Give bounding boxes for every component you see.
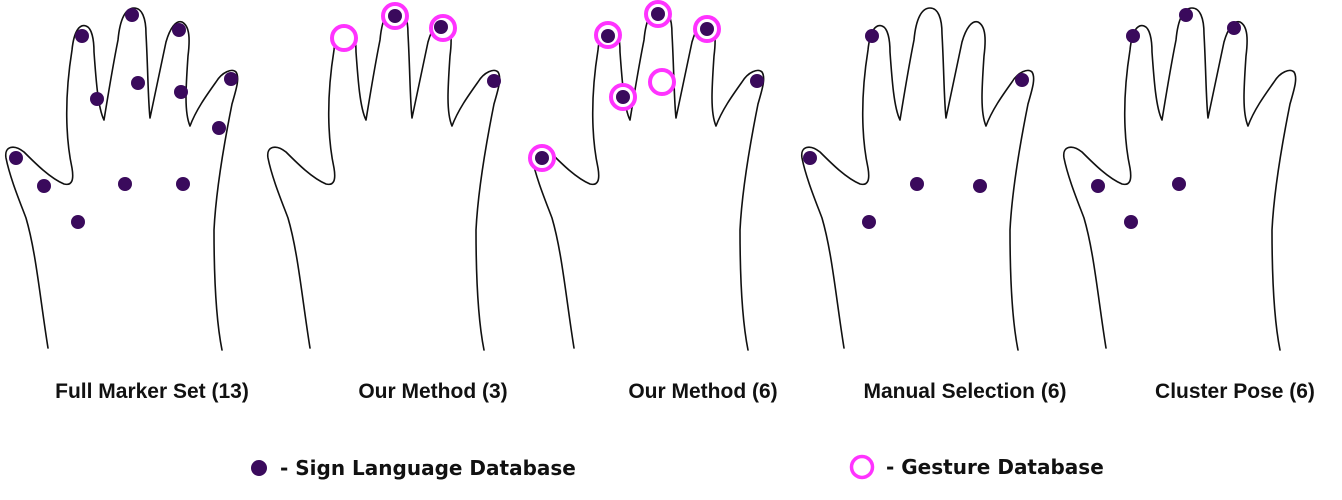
sign-marker-dot [125, 8, 139, 22]
sign-marker-dot [487, 74, 501, 88]
sign-marker-dot [973, 179, 987, 193]
sign-marker-dot [862, 215, 876, 229]
hand-panel-1 [4, 7, 239, 351]
sign-marker-dot [865, 29, 879, 43]
sign-marker-dot [118, 177, 132, 191]
sign-marker-dot [75, 29, 89, 43]
panel-caption: Our Method (3) [358, 380, 507, 403]
sign-marker-dot [616, 90, 630, 104]
legend-gesture-label: - Gesture Database [886, 455, 1104, 479]
sign-marker-dot [750, 74, 764, 88]
sign-marker-dot [212, 121, 226, 135]
hand-panel-4 [800, 7, 1035, 351]
sign-marker-dot [388, 9, 402, 23]
sign-marker-dot [910, 177, 924, 191]
sign-marker-dot [1179, 8, 1193, 22]
sign-marker-dot [1015, 73, 1029, 87]
hand-panel-2 [266, 2, 501, 351]
sign-marker-dot [601, 29, 615, 43]
filled-dot-icon [251, 460, 267, 476]
sign-marker-dot [90, 92, 104, 106]
sign-marker-dot [1091, 179, 1105, 193]
sign-marker-dot [700, 22, 714, 36]
sign-marker-dot [131, 76, 145, 90]
hand-panel-3 [528, 0, 765, 351]
sign-marker-dot [1126, 29, 1140, 43]
sign-marker-dot [71, 215, 85, 229]
hand-outline [266, 7, 501, 351]
hand-panel-5 [1062, 7, 1297, 351]
sign-marker-dot [1227, 21, 1241, 35]
sign-marker-dot [1124, 215, 1138, 229]
sign-marker-dot [174, 85, 188, 99]
gesture-marker-ring [648, 68, 676, 96]
panel-caption: Cluster Pose (6) [1155, 380, 1315, 403]
hand-outline [530, 7, 765, 351]
sign-marker-dot [651, 7, 665, 21]
legend: - Sign Language Database - Gesture Datab… [251, 454, 1104, 480]
panel-caption: Full Marker Set (13) [55, 380, 249, 403]
sign-marker-dot [9, 151, 23, 165]
panel-caption: Manual Selection (6) [863, 380, 1066, 403]
sign-marker-dot [535, 151, 549, 165]
sign-marker-dot [176, 177, 190, 191]
sign-marker-dot [434, 20, 448, 34]
ring-icon [849, 454, 875, 480]
sign-marker-dot [37, 179, 51, 193]
sign-marker-dot [224, 72, 238, 86]
sign-marker-dot [172, 23, 186, 37]
panel-caption: Our Method (6) [628, 380, 777, 403]
gesture-marker-ring [330, 24, 358, 52]
sign-marker-dot [1172, 177, 1186, 191]
sign-marker-dot [803, 151, 817, 165]
legend-sign-label: - Sign Language Database [280, 456, 576, 480]
